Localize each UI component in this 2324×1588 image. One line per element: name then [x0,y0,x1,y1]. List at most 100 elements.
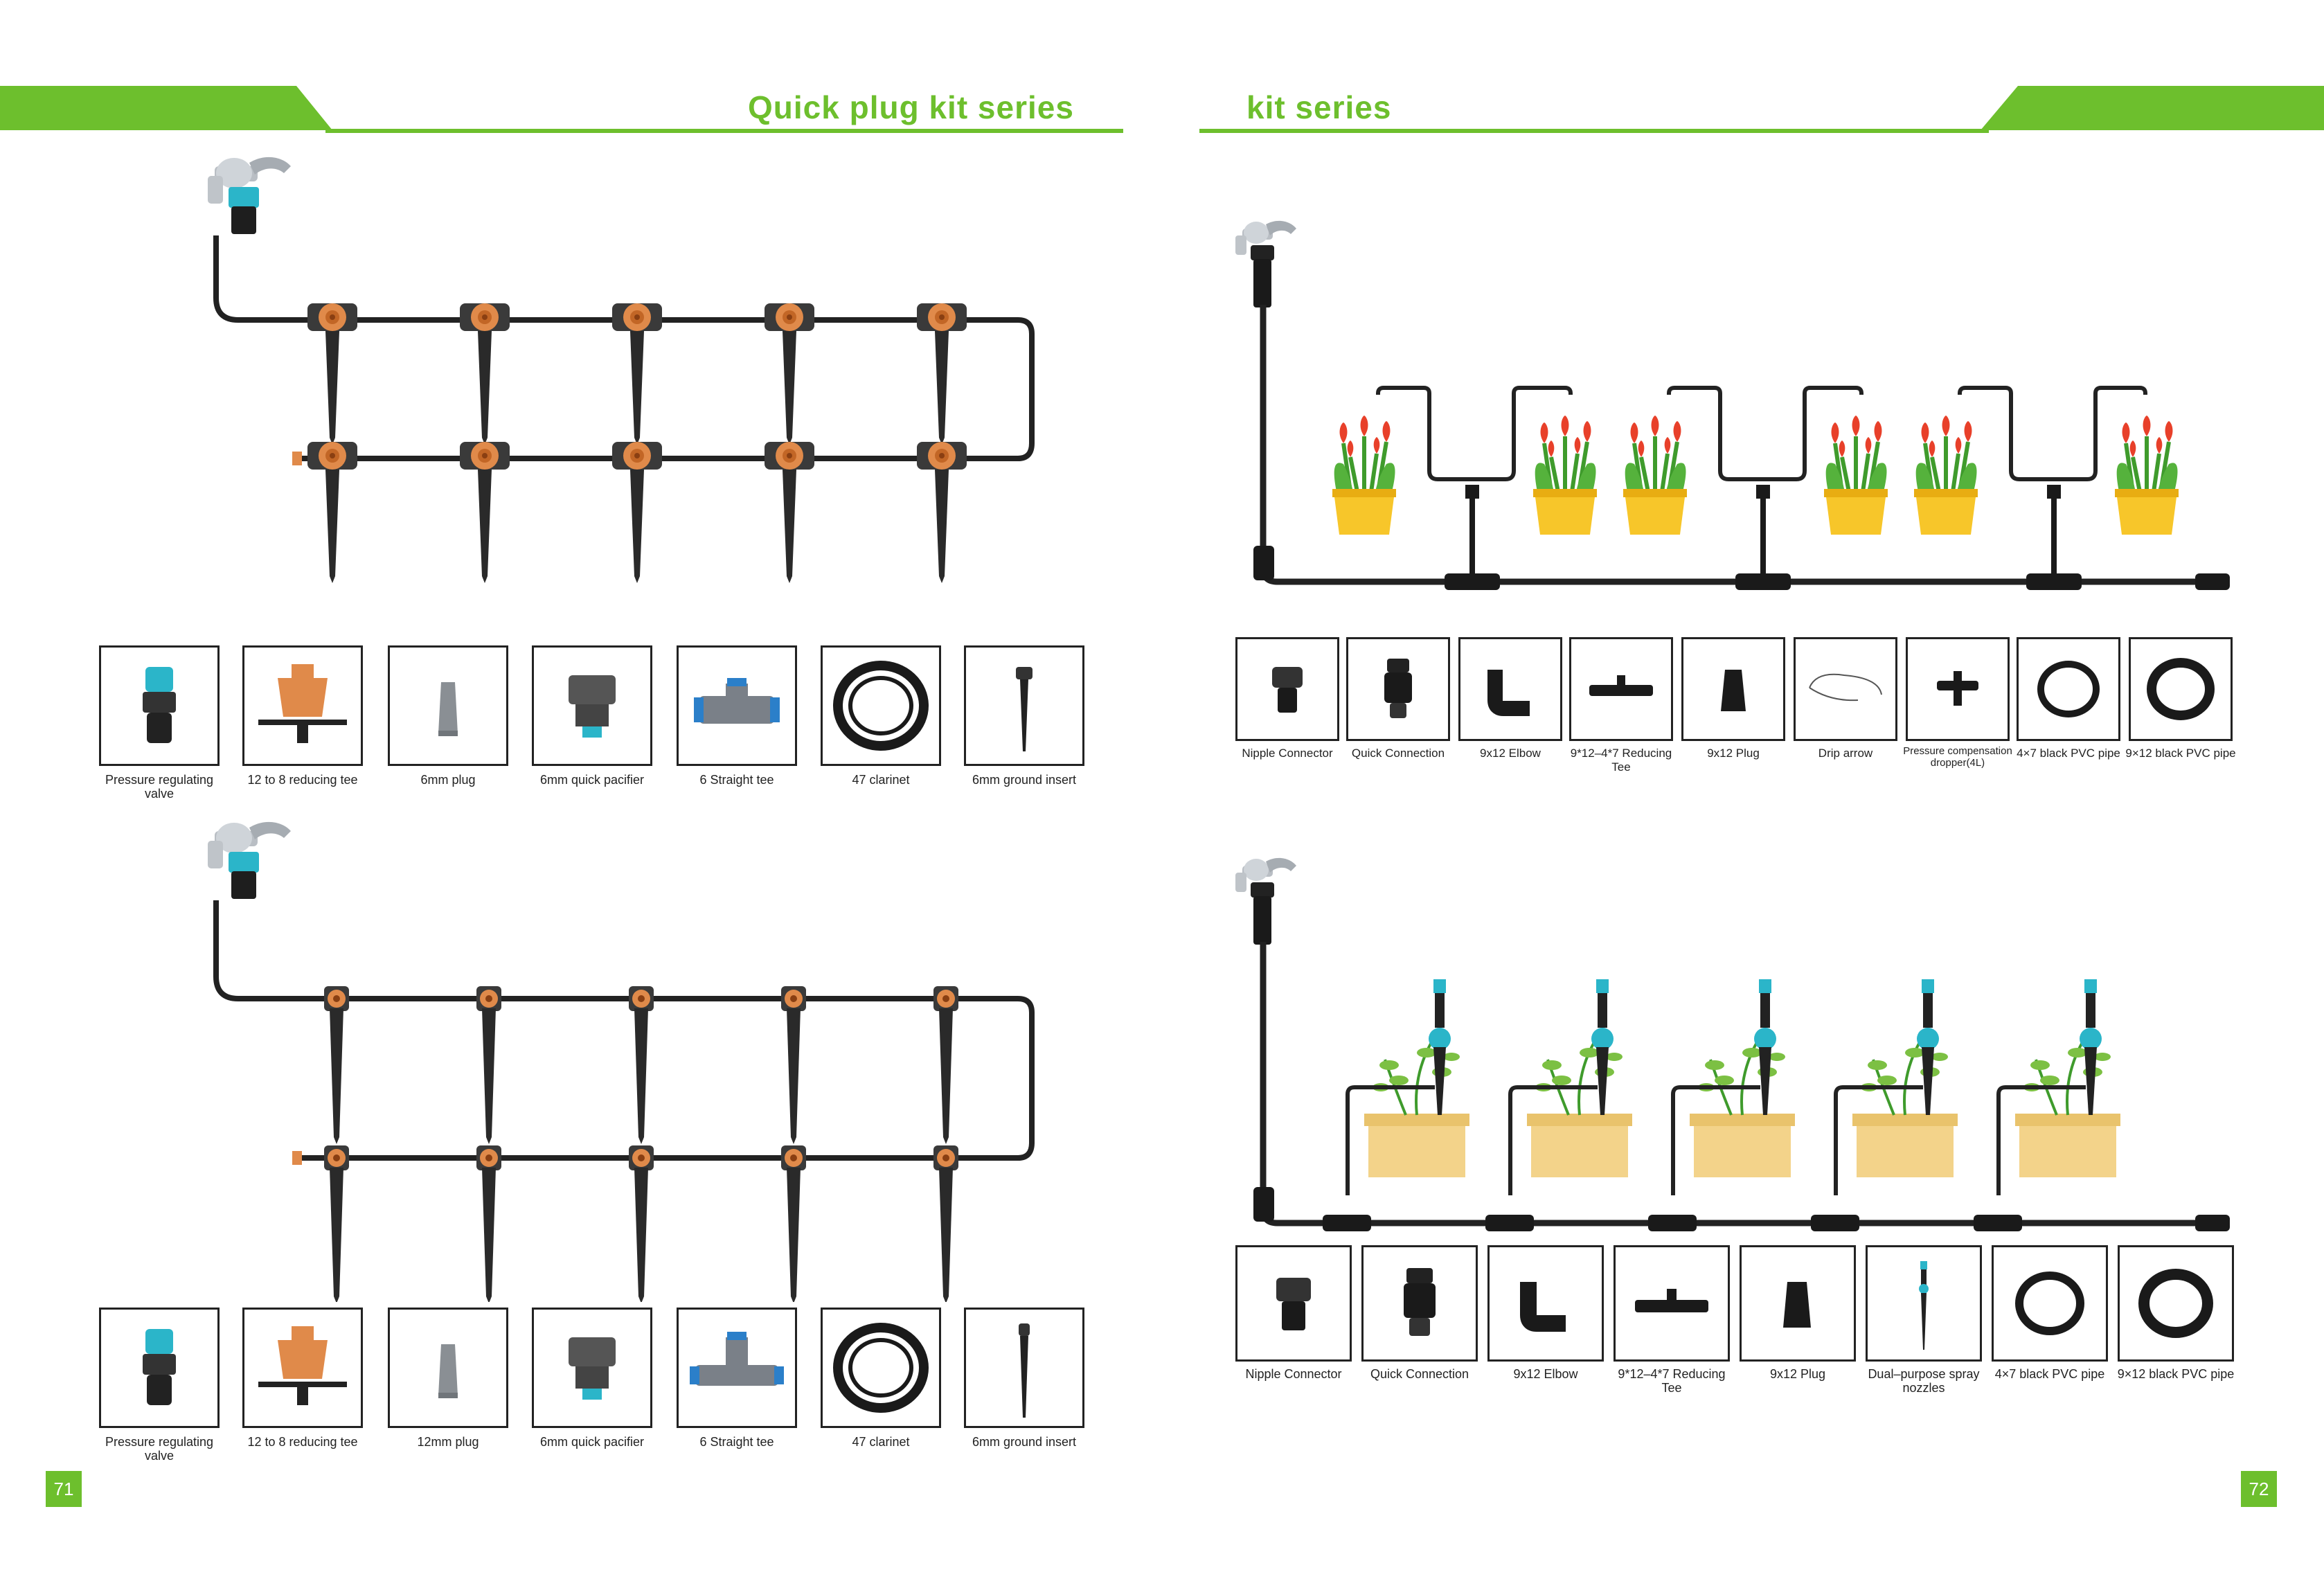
part-coiled-pipe [821,1308,941,1428]
part-pressure-dropper [1906,637,2010,741]
part-label: Quick Connection [1351,747,1445,760]
part-label: 9*12–4*7 Reducing Tee [1618,1367,1726,1395]
pressure-regulating-valve-icon [143,667,176,743]
part-label: 9x12 Plug [1769,1367,1826,1381]
part-coiled-pipe [2129,637,2233,741]
part-label: 6mm ground insert [972,773,1077,787]
left-kit-bottom-diagram [208,821,1035,1302]
plug-icon [1783,1282,1811,1328]
pressure-dropper-icon [1937,671,1978,706]
left-header-title: Quick plug kit series [748,89,1074,125]
part-label: Nipple Connector [1242,747,1333,760]
elbow-icon [1520,1282,1566,1332]
part-label: 12 to 8 reducing tee [247,773,358,787]
part-drip-arrow [1794,637,1897,741]
part-quick-connection [1346,637,1450,741]
dripper-row-1 [307,303,967,445]
left-kit-top-diagram [208,157,1035,583]
part-label: 6mm quick pacifier [539,1435,645,1449]
plug-icon [438,682,458,736]
part-ground-insert [964,645,1084,766]
part-spray-nozzle [1866,1245,1982,1362]
reducing-tee-dripper-icon [258,1326,347,1405]
part-elbow [1487,1245,1604,1362]
part-pressure-regulating-valve [99,1308,220,1428]
right-header-title: kit series [1246,89,1392,125]
part-straight-tee [677,645,797,766]
part-label: 6 Straight tee [699,773,774,787]
reducing-tee-icon [1589,675,1653,696]
part-nipple-connector [1235,1245,1352,1362]
part-pressure-regulating-valve [99,645,220,766]
coiled-pipe-icon [833,1323,929,1413]
right-kit-top-diagram [1235,220,2230,590]
quick-pacifier-icon [569,675,616,738]
pressure-regulating-valve-icon [143,1329,176,1405]
reducing-tee-icon [1635,1289,1708,1312]
part-label: 47 clarinet [852,773,910,787]
part-label: 9×12 black PVC pipe [2117,1367,2235,1381]
ground-insert-icon [1016,667,1033,751]
part-coiled-pipe [1992,1245,2108,1362]
dripper-row-2 [292,442,967,583]
part-label: 12mm plug [417,1435,479,1449]
part-label: Dual–purpose spray nozzles [1868,1367,1980,1395]
part-label: 9x12 Elbow [1513,1367,1578,1381]
drip-arrow-icon [1809,673,1882,702]
left-header-banner [0,86,332,130]
part-coiled-pipe [821,645,941,766]
part-quick-pacifier [532,645,652,766]
right-header-banner [1981,86,2324,130]
part-label: 6mm quick pacifier [539,773,645,787]
right-kit-bottom-diagram [1235,857,2230,1231]
spray-nozzle-icon [1919,1261,1929,1350]
coiled-pipe-icon [2147,658,2215,720]
sprayer-pots [1348,979,2120,1195]
part-label: Drip arrow [1818,747,1873,760]
dripper-row-2 [292,1145,958,1302]
part-label: 47 clarinet [852,1435,910,1449]
straight-tee-icon [690,1332,784,1386]
straight-tee-icon [694,678,780,724]
part-quick-pacifier [532,1308,652,1428]
part-label: 9*12–4*7 Reducing Tee [1570,747,1672,774]
quick-connection-icon [1384,659,1412,718]
reducing-tee-dripper-icon [258,664,347,743]
left-page-number: 71 [46,1471,82,1507]
part-label: 4×7 black PVC pipe [2017,747,2120,760]
nipple-connector-icon [1272,667,1303,713]
part-quick-connection [1361,1245,1478,1362]
ground-insert-icon [1019,1323,1030,1418]
plug-icon [438,1344,458,1398]
part-nipple-connector [1235,637,1339,741]
part-label: 4×7 black PVC pipe [1994,1367,2105,1381]
part-label: Pressure regulating valve [105,773,214,801]
dripper-row-1 [324,986,958,1144]
plug-icon [1721,670,1746,711]
part-elbow [1458,637,1562,741]
part-plug [388,645,508,766]
part-reducing-tee [1569,637,1673,741]
quick-pacifier-icon [569,1337,616,1400]
part-label: Pressure compensation dropper(4L) [1903,745,2012,769]
part-label: 12 to 8 reducing tee [247,1435,358,1449]
part-ground-insert [964,1308,1084,1428]
part-label: 6 Straight tee [699,1435,774,1449]
part-reducing-tee [242,645,363,766]
right-header-rule [1199,129,1989,133]
elbow-icon [1487,670,1530,716]
part-label: 9x12 Plug [1707,747,1760,760]
part-label: 9x12 Elbow [1480,747,1541,760]
part-label: Nipple Connector [1245,1367,1342,1381]
quick-connection-icon [1404,1268,1436,1336]
part-label: 6mm plug [420,773,476,787]
part-plug [388,1308,508,1428]
part-label: 6mm ground insert [972,1435,1077,1449]
part-label: Pressure regulating valve [105,1435,214,1463]
part-plug [1681,637,1785,741]
part-label: Quick Connection [1370,1367,1469,1381]
part-straight-tee [677,1308,797,1428]
right-page-number: 72 [2241,1471,2277,1507]
part-coiled-pipe [2118,1245,2234,1362]
part-coiled-pipe [2017,637,2120,741]
